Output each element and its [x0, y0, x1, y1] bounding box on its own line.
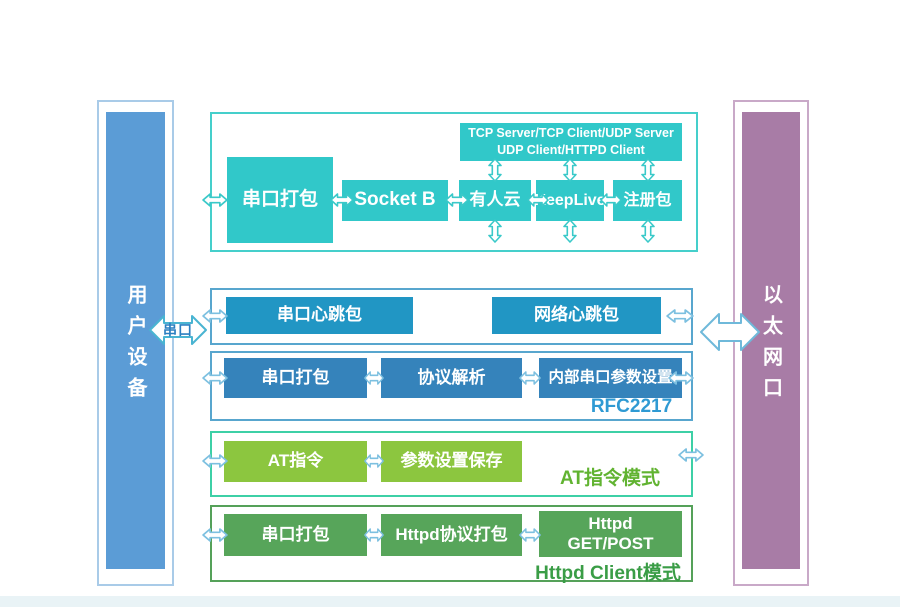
user-device-bar: 用户设备 — [97, 100, 174, 586]
socket-b-box: Socket B — [342, 180, 448, 221]
double-arrow-h-icon — [202, 193, 228, 207]
tcp-modes-line1: TCP Server/TCP Client/UDP Server — [468, 126, 674, 141]
serial-pack-box-httpd: 串口打包 — [224, 514, 367, 556]
double-arrow-h-icon — [202, 528, 228, 542]
double-arrow-v-icon — [641, 158, 655, 182]
user-device-bar-fill: 用户设备 — [106, 112, 165, 569]
double-arrow-v-icon — [641, 219, 655, 243]
httpd-getpost-line1: Httpd — [588, 513, 633, 533]
httpd-getpost-line2: GET/POST — [567, 534, 654, 553]
ethernet-link-arrow-icon — [699, 310, 761, 354]
double-arrow-h-icon — [202, 454, 228, 468]
serial-pack-box-rfc: 串口打包 — [224, 358, 367, 398]
register-pack-box: 注册包 — [613, 180, 682, 221]
network-heartbeat-box: 网络心跳包 — [492, 297, 661, 334]
user-device-label: 用户设备 — [124, 284, 146, 408]
tcp-modes-line2: UDP Client/HTTPD Client — [497, 143, 645, 157]
double-arrow-h-icon — [519, 371, 541, 385]
protocol-parse-box: 协议解析 — [381, 358, 522, 398]
serial-link-label: 串口 — [163, 322, 193, 338]
serial-heartbeat-box: 串口心跳包 — [226, 297, 413, 334]
double-arrow-h-icon — [330, 193, 354, 207]
double-arrow-v-icon — [488, 219, 502, 243]
double-arrow-h-icon — [666, 309, 694, 323]
internal-serial-params-box: 内部串口参数设置 — [539, 358, 682, 398]
serial-link-arrow-icon: 串口 — [148, 311, 208, 349]
double-arrow-v-icon — [563, 158, 577, 182]
double-arrow-h-icon — [519, 528, 541, 542]
double-arrow-h-icon — [364, 528, 384, 542]
double-arrow-h-icon — [445, 193, 469, 207]
double-arrow-h-icon — [364, 371, 384, 385]
httpd-getpost-box: Httpd GET/POST — [539, 511, 682, 557]
serial-pack-box-socket: 串口打包 — [227, 157, 333, 243]
double-arrow-h-icon — [364, 454, 384, 468]
usr-cloud-box: 有人云 — [459, 180, 531, 221]
rfc2217-caption: RFC2217 — [590, 396, 673, 417]
double-arrow-v-icon — [563, 219, 577, 243]
double-arrow-h-icon — [527, 193, 549, 207]
double-arrow-v-icon — [488, 158, 502, 182]
httpd-protocol-pack-box: Httpd协议打包 — [381, 514, 522, 556]
double-arrow-h-icon — [202, 309, 228, 323]
tcp-modes-header: TCP Server/TCP Client/UDP Server UDP Cli… — [460, 123, 682, 161]
footer-strip — [0, 596, 900, 607]
double-arrow-h-icon — [668, 371, 694, 385]
double-arrow-h-icon — [678, 448, 704, 462]
httpd-mode-caption: Httpd Client模式 — [535, 563, 681, 584]
ethernet-port-label: 以太网口 — [759, 284, 782, 408]
at-command-box: AT指令 — [224, 441, 367, 482]
param-save-box: 参数设置保存 — [381, 441, 522, 482]
at-mode-caption: AT指令模式 — [560, 468, 660, 489]
double-arrow-h-icon — [600, 193, 622, 207]
double-arrow-h-icon — [202, 371, 228, 385]
